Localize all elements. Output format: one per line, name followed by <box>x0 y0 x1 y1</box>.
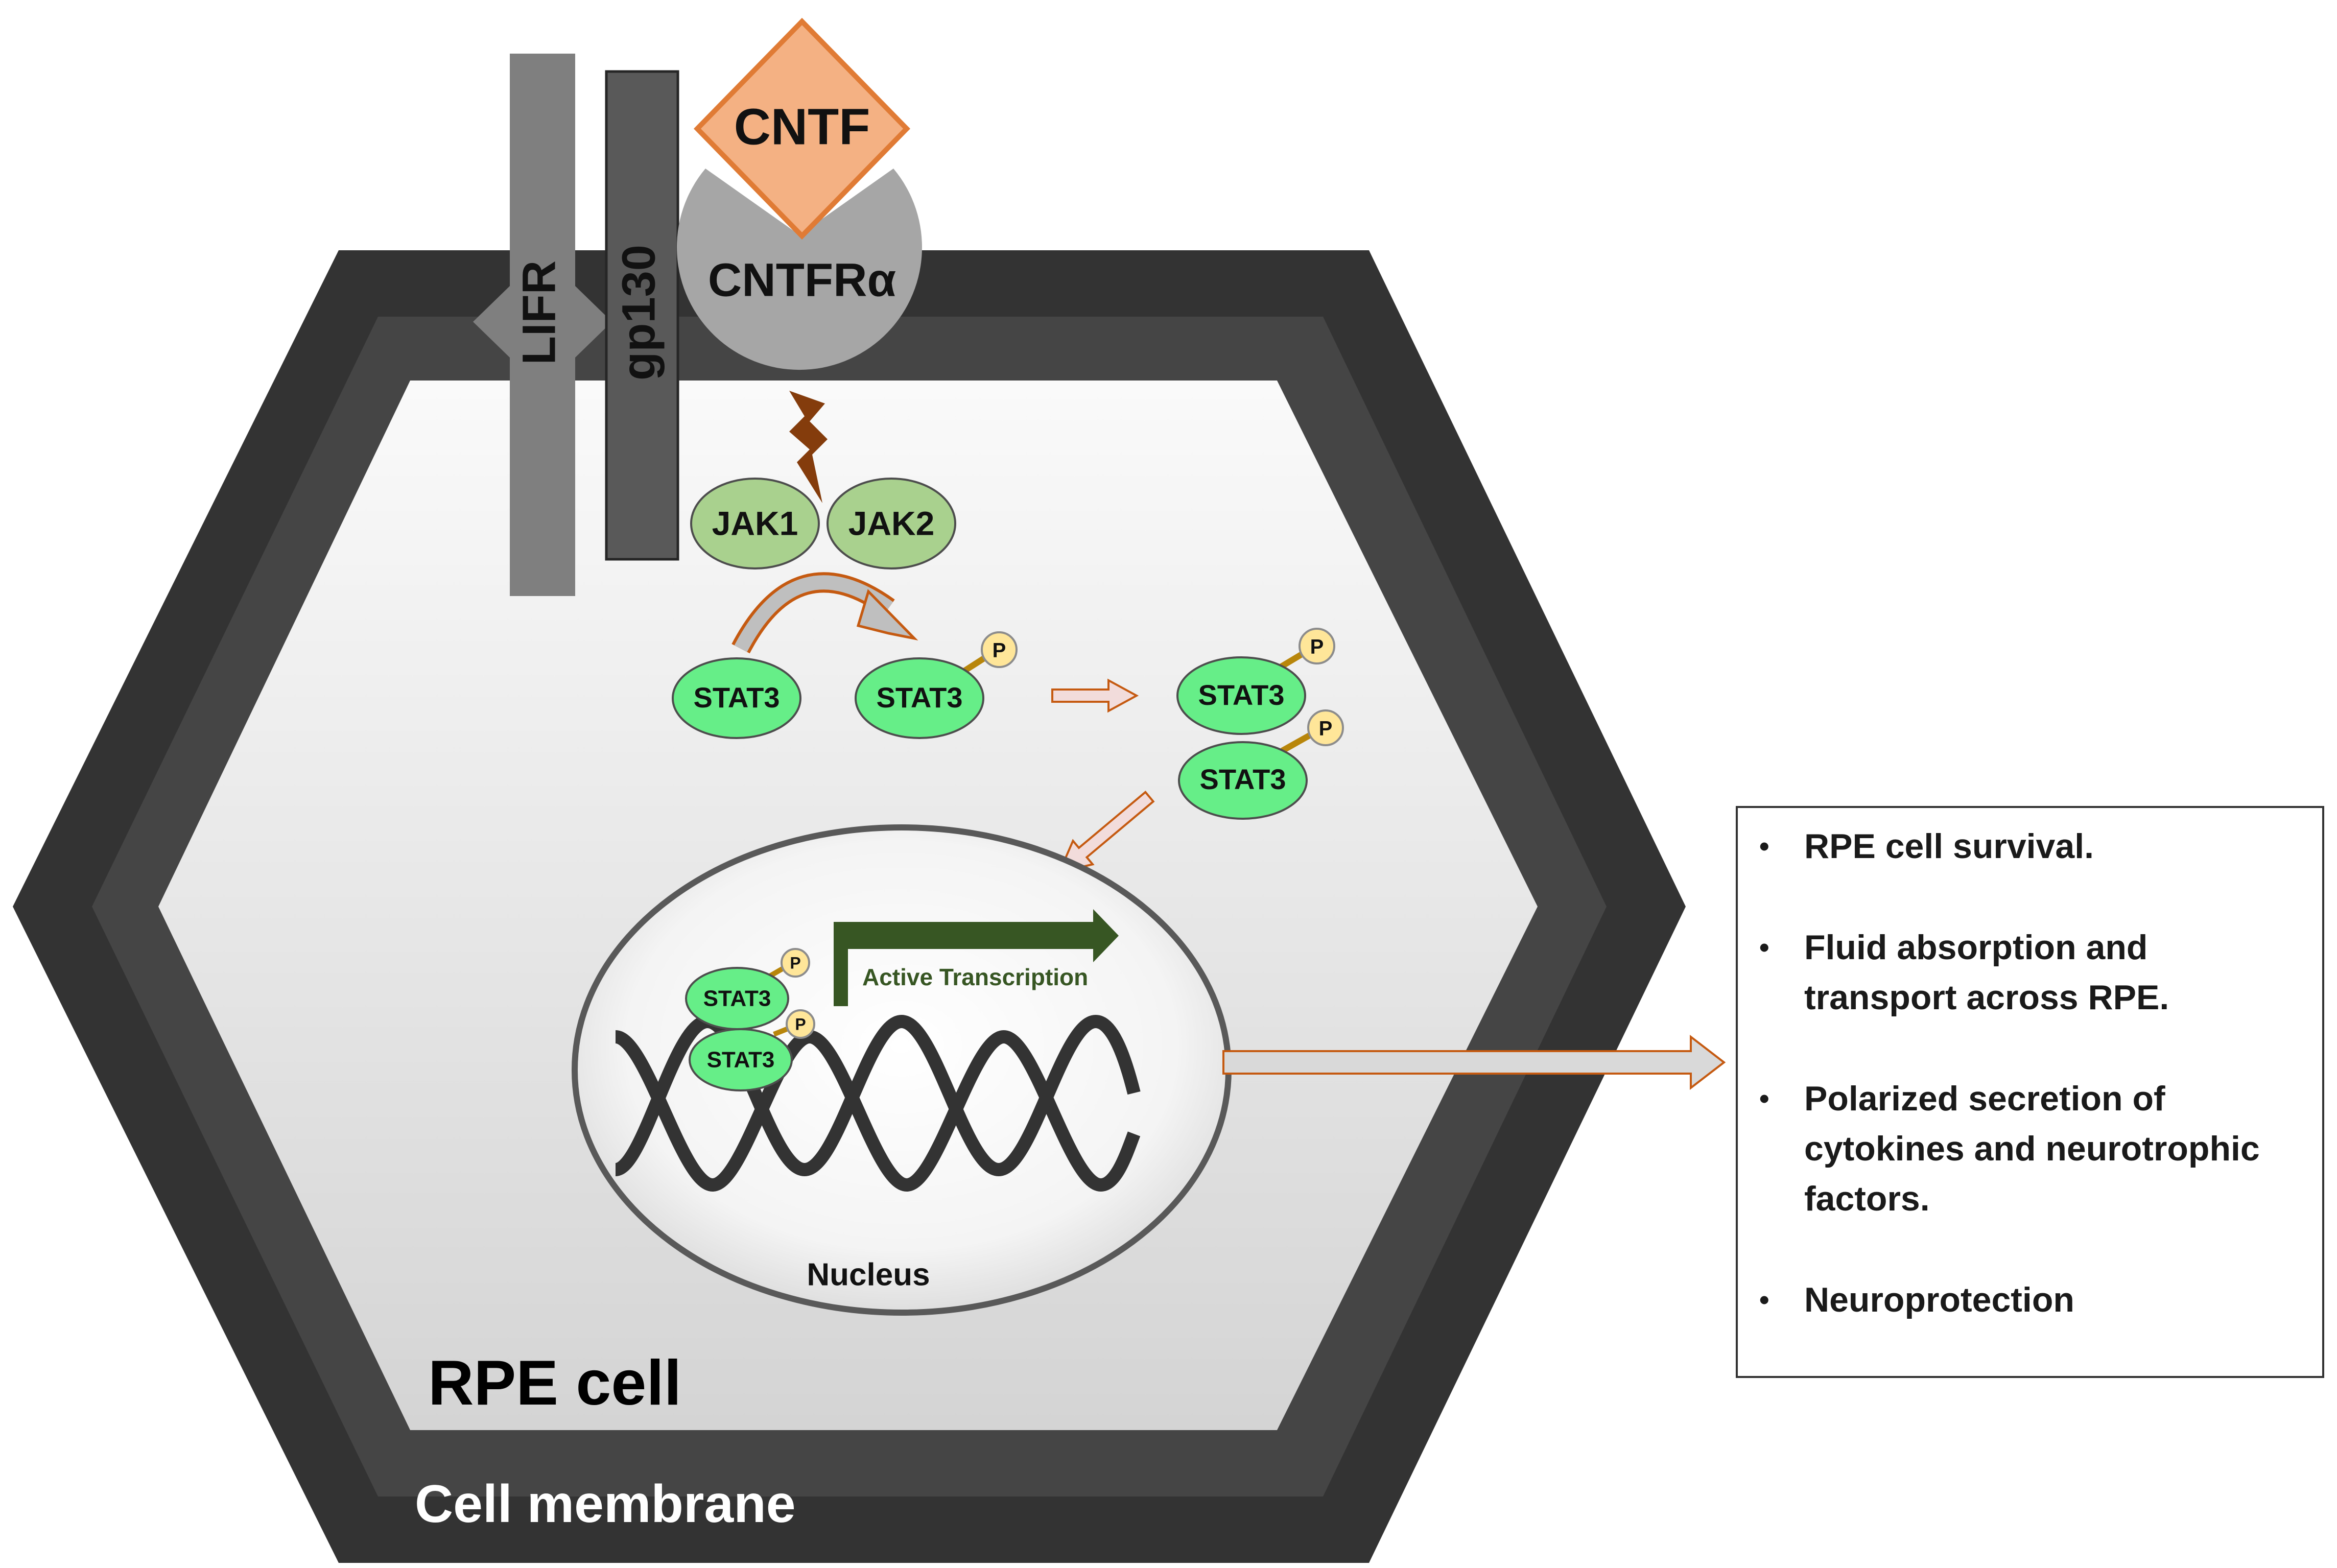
jak1: JAK1 <box>690 478 820 569</box>
nuclear-translocation-arrow <box>1057 790 1155 874</box>
jak2: JAK2 <box>827 478 956 569</box>
dimerization-arrow <box>1051 678 1139 713</box>
cntf-label: CNTF <box>734 98 870 155</box>
effect-item: RPE cell survival. <box>1759 821 2295 871</box>
gp130-receptor: gp130 <box>605 70 679 561</box>
jak1-label: JAK1 <box>712 504 798 542</box>
nucleus-to-effects-arrow <box>1222 1034 1726 1090</box>
stat3-phosphorylated: STAT3 P <box>855 631 1018 739</box>
stat3-label: STAT3 <box>1199 763 1286 795</box>
phosphate-icon <box>786 1009 815 1039</box>
phosphate-label: P <box>795 1015 806 1033</box>
jak2-label: JAK2 <box>848 504 935 542</box>
phosphorylation-arrow <box>731 572 918 654</box>
effect-item: Polarized secretion of cytokines and neu… <box>1759 1074 2295 1224</box>
cntf-ligand: CNTF <box>694 17 910 240</box>
active-transcription-arrow: Active Transcription <box>834 909 1119 1006</box>
stat3-dimer: STAT3 STAT3 P P <box>1176 628 1344 820</box>
stat3-label: STAT3 <box>703 986 771 1011</box>
effect-item: Fluid absorption and transport across RP… <box>1759 922 2295 1023</box>
cell-membrane-label: Cell membrane <box>415 1475 796 1534</box>
phosphate-label: P <box>993 639 1006 662</box>
effects-list: RPE cell survival. Fluid absorption and … <box>1759 821 2312 1325</box>
phosphate-icon <box>1307 709 1344 746</box>
nucleus-label: Nucleus <box>807 1257 930 1292</box>
lightning-signal-icon <box>789 391 828 503</box>
effects-box: RPE cell survival. Fluid absorption and … <box>1736 806 2324 1378</box>
active-transcription-label: Active Transcription <box>862 964 1088 990</box>
phosphate-icon <box>1299 628 1335 664</box>
phosphate-icon <box>981 631 1018 668</box>
cntfr-alpha-label: CNTFRα <box>708 254 896 306</box>
nuclear-stat3-dimer: STAT3 STAT3 P P <box>685 948 815 1091</box>
stat3-label: STAT3 <box>1198 679 1284 711</box>
lifr-label: LIFR <box>513 260 565 365</box>
stat3-label: STAT3 <box>693 681 780 714</box>
phosphate-label: P <box>1319 718 1333 740</box>
phosphate-icon <box>781 948 810 978</box>
stat3-unphosphorylated: STAT3 <box>672 657 801 739</box>
lifr-receptor: LIFR <box>473 54 612 596</box>
stat3-label: STAT3 <box>876 681 962 714</box>
effect-item: Neuroprotection <box>1759 1275 2295 1325</box>
cntfr-alpha-receptor: CNTFRα <box>677 169 923 370</box>
phosphate-label: P <box>790 954 800 972</box>
phosphate-label: P <box>1310 636 1324 658</box>
rpe-cell-label: RPE cell <box>428 1348 681 1418</box>
gp130-label: gp130 <box>612 245 665 381</box>
stat3-label: STAT3 <box>707 1048 775 1073</box>
